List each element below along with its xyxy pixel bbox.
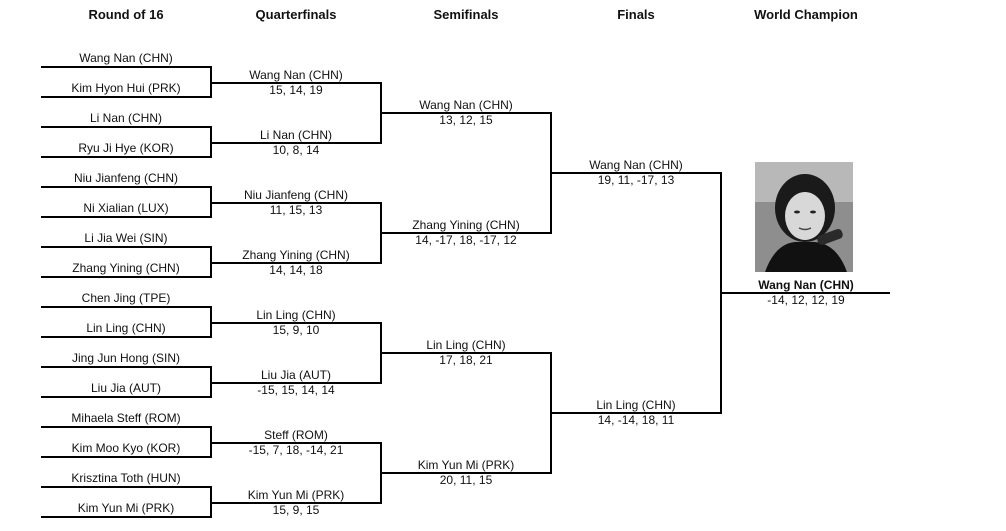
quarterfinal-score: 14, 14, 18 — [269, 263, 323, 277]
quarterfinal-score: -15, 15, 14, 14 — [257, 383, 335, 397]
semifinal-score: 14, -17, 18, -17, 12 — [415, 233, 517, 247]
round16-line — [41, 516, 212, 518]
final-score: 19, 11, -17, 13 — [597, 173, 675, 187]
round16-player: Liu Jia (AUT) — [90, 381, 162, 395]
quarterfinal-score: 11, 15, 13 — [269, 203, 323, 217]
semifinal-winner: Lin Ling (CHN) — [426, 338, 506, 352]
semifinal-line — [381, 232, 552, 234]
quarterfinal-winner: Wang Nan (CHN) — [249, 68, 343, 82]
finalist: Wang Nan (CHN) — [589, 158, 683, 172]
round16-line — [41, 216, 212, 218]
round16-line — [41, 396, 212, 398]
round16-line — [41, 276, 212, 278]
quarterfinal-line — [211, 202, 382, 204]
champion-score: -14, 12, 12, 19 — [767, 293, 845, 307]
quarterfinal-line — [211, 262, 382, 264]
quarterfinal-score: 15, 9, 10 — [272, 323, 320, 337]
round16-line — [41, 306, 212, 308]
champion-photo — [755, 162, 853, 272]
semifinal-score: 13, 12, 15 — [439, 113, 493, 127]
quarterfinal-line — [211, 442, 382, 444]
round16-player: Kim Hyon Hui (PRK) — [71, 81, 181, 95]
round-header: Finals — [617, 7, 655, 22]
round16-player: Wang Nan (CHN) — [79, 51, 173, 65]
round16-line — [41, 456, 212, 458]
round16-line — [41, 126, 212, 128]
round16-line — [41, 186, 212, 188]
round-header: Round of 16 — [88, 7, 164, 22]
quarterfinal-winner: Steff (ROM) — [264, 428, 328, 442]
quarterfinal-line — [211, 322, 382, 324]
round16-line — [41, 66, 212, 68]
quarterfinal-winner: Lin Ling (CHN) — [256, 308, 336, 322]
quarterfinal-winner: Liu Jia (AUT) — [260, 368, 332, 382]
round16-player: Kim Moo Kyo (KOR) — [71, 441, 181, 455]
round16-player: Ni Xialian (LUX) — [83, 201, 169, 215]
final-line — [551, 172, 722, 174]
round16-player: Chen Jing (TPE) — [81, 291, 171, 305]
round16-player: Mihaela Steff (ROM) — [71, 411, 181, 425]
round16-player: Kim Yun Mi (PRK) — [77, 501, 175, 515]
round16-line — [41, 246, 212, 248]
quarterfinal-winner: Zhang Yining (CHN) — [242, 248, 350, 262]
quarterfinal-winner: Li Nan (CHN) — [259, 128, 333, 142]
quarterfinal-line — [211, 502, 382, 504]
round16-player: Li Jia Wei (SIN) — [84, 231, 168, 245]
quarterfinal-line — [211, 82, 382, 84]
round16-player: Lin Ling (CHN) — [86, 321, 166, 335]
round16-line — [41, 426, 212, 428]
round-header: World Champion — [754, 7, 858, 22]
round-header: Quarterfinals — [255, 7, 337, 22]
semifinal-line — [381, 352, 552, 354]
round16-line — [41, 336, 212, 338]
round16-line — [41, 486, 212, 488]
semifinal-line — [381, 112, 552, 114]
round16-player: Ryu Ji Hye (KOR) — [78, 141, 174, 155]
quarterfinal-score: 15, 14, 19 — [269, 83, 323, 97]
round16-line — [41, 156, 212, 158]
semifinal-score: 17, 18, 21 — [439, 353, 493, 367]
semifinal-winner: Wang Nan (CHN) — [419, 98, 513, 112]
round16-player: Li Nan (CHN) — [89, 111, 163, 125]
quarterfinal-score: -15, 7, 18, -14, 21 — [248, 443, 344, 457]
round16-player: Jing Jun Hong (SIN) — [71, 351, 181, 365]
round16-line — [41, 366, 212, 368]
round16-player: Niu Jianfeng (CHN) — [73, 171, 179, 185]
quarterfinal-line — [211, 142, 382, 144]
quarterfinal-score: 10, 8, 14 — [272, 143, 320, 157]
round16-player: Zhang Yining (CHN) — [72, 261, 180, 275]
champion-line — [721, 292, 890, 294]
quarterfinal-score: 15, 9, 15 — [272, 503, 320, 517]
finalist: Lin Ling (CHN) — [596, 398, 676, 412]
round16-line — [41, 96, 212, 98]
final-score: 14, -14, 18, 11 — [597, 413, 675, 427]
semifinal-score: 20, 11, 15 — [439, 473, 493, 487]
round-header: Semifinals — [433, 7, 499, 22]
semifinal-winner: Kim Yun Mi (PRK) — [417, 458, 515, 472]
champion-name: Wang Nan (CHN) — [758, 278, 854, 292]
semifinal-winner: Zhang Yining (CHN) — [412, 218, 520, 232]
final-line — [551, 412, 722, 414]
semifinal-line — [381, 472, 552, 474]
quarterfinal-line — [211, 382, 382, 384]
quarterfinal-winner: Niu Jianfeng (CHN) — [243, 188, 349, 202]
round16-player: Krisztina Toth (HUN) — [71, 471, 181, 485]
quarterfinal-winner: Kim Yun Mi (PRK) — [247, 488, 345, 502]
